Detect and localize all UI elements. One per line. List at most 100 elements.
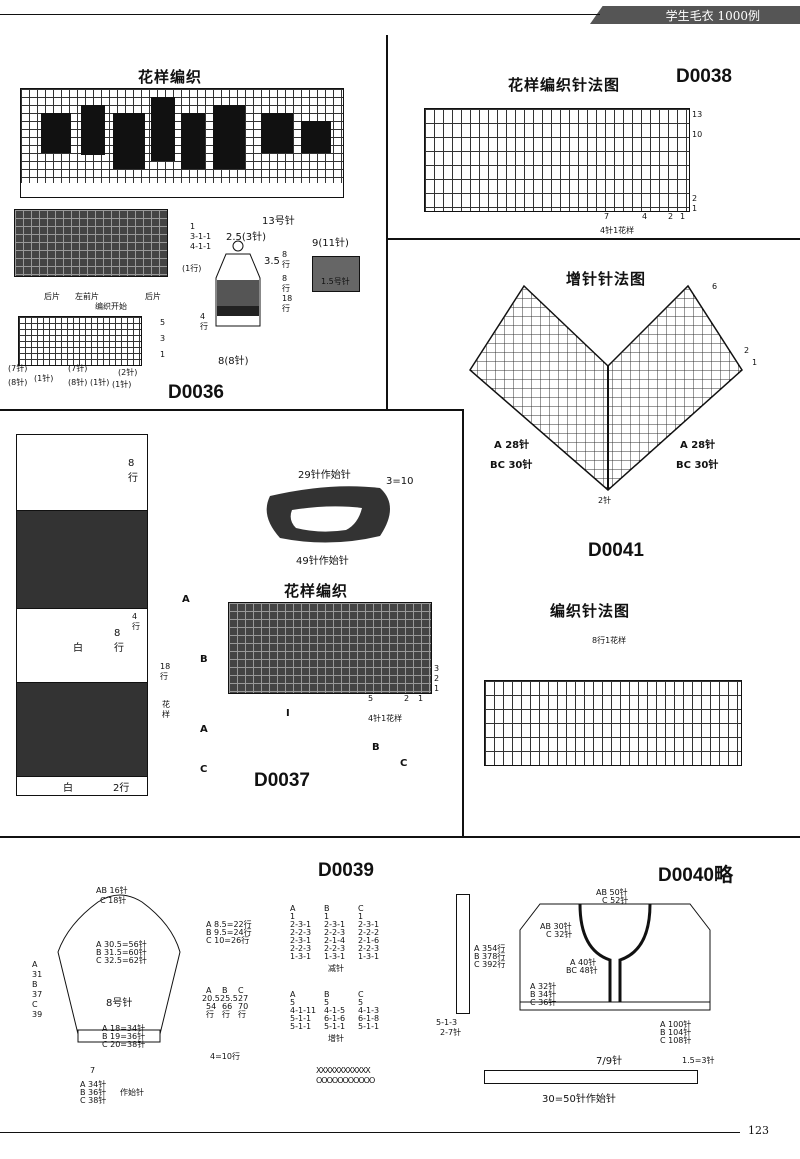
d0039-lh-39: 39 [32, 1010, 43, 1019]
d0039-cast-suffix: 作始针 [120, 1088, 144, 1097]
d0036-dec-1: 1 [190, 222, 196, 231]
d0036-label-back1: 后片 [44, 292, 60, 301]
d0037-rows4: 4行 [132, 612, 140, 631]
d0038-chart [424, 108, 690, 212]
d0039-dec-cell: 1 [324, 912, 330, 921]
d0039-inc-cell: 5-1-1 [324, 1022, 346, 1031]
d0041-repeat: 8行1花样 [592, 636, 627, 645]
d0039-dec-ha: A [290, 904, 296, 913]
d0036-neck: 2.5(3针) [226, 232, 267, 243]
d0040-br-b: B 104针 [660, 1028, 692, 1037]
d0039-dec-hc: C [358, 904, 364, 913]
d0037-band-white-mid: 白 [16, 608, 148, 684]
d0036-label-back2: 后片 [145, 292, 161, 301]
d0039-inc-label: 增针 [328, 1034, 344, 1043]
d0039-inc-cell: 4-1-11 [290, 1006, 317, 1015]
d0039-code: D0039 [318, 860, 374, 881]
d0041-title2: 编织针法图 [550, 602, 631, 620]
d0039-dec-cell: 2-1-6 [358, 936, 380, 945]
d0037-top-rows: 8行 [128, 458, 138, 484]
d0036-row-5: 5 [160, 318, 166, 327]
d0039-dec-cell: 2-3-1 [358, 920, 380, 929]
d0039-dec-cell: 2-3-1 [324, 920, 346, 929]
d0039-inc-cell: 6-1-6 [324, 1014, 346, 1023]
d0039-shoulder-ab: AB 16针 [96, 886, 128, 895]
d0037-col2: 2 [404, 694, 410, 703]
d0036-code: D0036 [168, 382, 224, 403]
d0041-bottom: 2针 [598, 496, 612, 505]
d0039-rb-u2: 行 [222, 1010, 230, 1019]
d0040-side1-bc: BC 48针 [566, 966, 598, 975]
d0039-small-seven: 7 [90, 1066, 96, 1075]
d0036-b5: (8针) [8, 378, 28, 387]
d0040-br-c: C 108针 [660, 1036, 692, 1045]
divider-v-top [386, 35, 388, 409]
d0039-dec-cell: 2-2-3 [358, 944, 380, 953]
d0036-row4: 4行 [200, 312, 208, 331]
d0039-dec-cell: 2-2-3 [290, 944, 312, 953]
d0040-top-c: C 52针 [602, 896, 629, 905]
d0039-lower-b: B 19=36针 [102, 1032, 146, 1041]
d0039-cast-a: A 34针 [80, 1080, 107, 1089]
d0040-lh-b: B 378行 [474, 952, 506, 961]
d0036-b3: (7针) [68, 364, 88, 373]
series-title: 学生毛衣 1000例 [665, 9, 760, 23]
d0039-rb-v2: 25.5 [220, 994, 238, 1003]
d0039-upper-b: B 31.5=60针 [96, 948, 147, 957]
divider-v-mid [462, 409, 464, 837]
d0037-chart [228, 602, 432, 694]
d0036-sleeve-inner: 1.5号针 [321, 277, 350, 286]
d0038-repeat: 4针1花样 [600, 226, 635, 235]
d0041-n1: 1 [752, 358, 758, 367]
d0039-inc-cell: 5-1-1 [358, 1022, 380, 1031]
d0037-collar [266, 486, 390, 543]
d0039-lh-a: A [32, 960, 38, 969]
d0036-small-chart [18, 316, 142, 366]
d0037-band-white-top [16, 434, 148, 512]
d0039-lower-a: A 18=34针 [102, 1024, 146, 1033]
d0040-top-ab: AB 50针 [596, 888, 628, 897]
d0036-chart-title: 花样编织 [138, 68, 203, 86]
d0039-inc-cell: 4-1-5 [324, 1006, 346, 1015]
d0041-left-bc: BC 30针 [490, 460, 533, 471]
d0038-b4: 4 [642, 212, 648, 221]
d0036-left-rows: (1行) [182, 264, 202, 273]
d0039-rb-r2: 66 [222, 1002, 233, 1011]
d0036-h3: 8行 [282, 274, 290, 293]
d0036-dec-2: 3-1-1 [190, 232, 212, 241]
d0037-band-dark1 [16, 510, 148, 610]
d0036-sleeve-label: 9(11针) [312, 238, 349, 249]
d0040-side2-a: A 32针 [530, 982, 557, 991]
d0037-band-white-bottom: 白 2行 [16, 776, 148, 796]
d0039-inc-cell: 5 [290, 998, 296, 1007]
d0037-mark-a1: A [182, 594, 190, 605]
d0036-needle: 13号针 [262, 216, 295, 227]
d0039-rb-v3: 27 [238, 994, 249, 1003]
d0037-chart-title: 花样编织 [284, 582, 349, 600]
d0038-b2: 2 [668, 212, 674, 221]
d0040-side2-c: C 36针 [530, 998, 557, 1007]
divider-h-left [0, 409, 462, 411]
d0039-ra-c: C 10=26行 [206, 936, 250, 945]
d0039-sleeve [57, 894, 181, 1043]
d0036-b2: (1针) [34, 374, 54, 383]
d0037-white1: 白 [73, 643, 83, 654]
d0037-mark-c: C [200, 764, 208, 775]
d0040-collar-c: C 32针 [546, 930, 573, 939]
d0037-rows18: 18行 [160, 662, 171, 681]
d0037-col1: 1 [418, 694, 424, 703]
d0036-b6: (1针) [90, 378, 110, 387]
d0036-dec-3: 4-1-1 [190, 242, 212, 251]
d0040-ratio: 1.5=3针 [682, 1056, 715, 1065]
divider-h-right [386, 238, 800, 240]
d0041-left-a: A 28针 [494, 440, 530, 451]
d0039-rb-u3: 行 [238, 1010, 246, 1019]
d0040-strip-num: 5-1-3 [436, 1018, 458, 1027]
d0041-title1: 增针针法图 [566, 270, 647, 288]
d0037-row2: 2 [434, 674, 440, 683]
d0036-sleeve-swatch: 1.5号针 [312, 256, 360, 292]
d0038-r1: 1 [692, 204, 698, 213]
d0039-rb-hc: C [238, 986, 244, 995]
d0037-code: D0037 [254, 770, 310, 791]
d0039-lh-b: B [32, 980, 38, 989]
